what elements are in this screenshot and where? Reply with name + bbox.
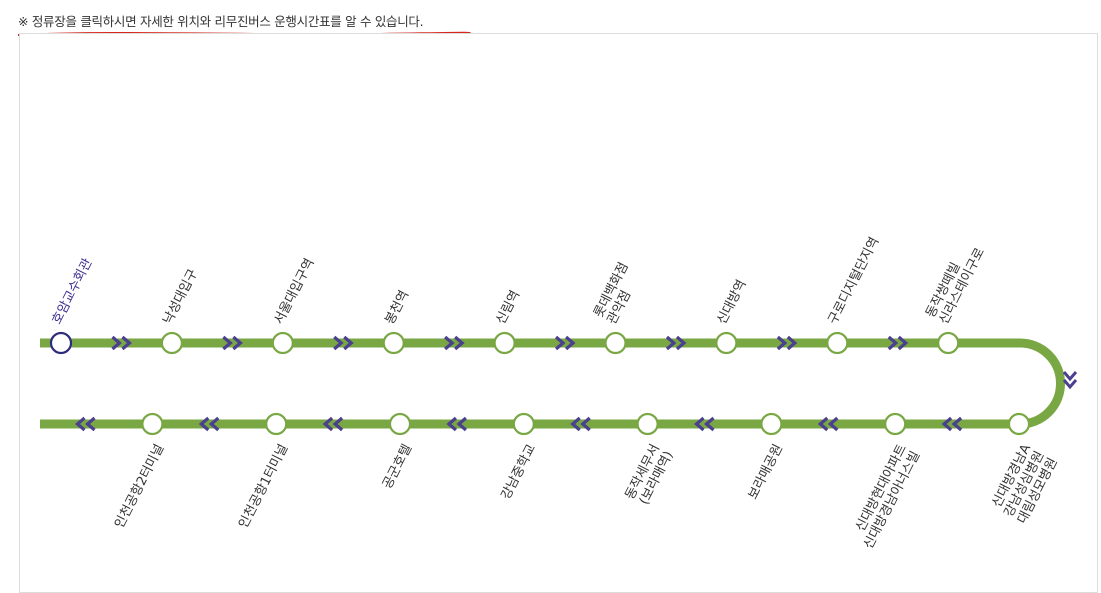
chevron-icon (941, 416, 953, 432)
direction-arrow-icon (887, 335, 909, 351)
stop-marker[interactable] (826, 331, 849, 355)
route-line (40, 338, 1065, 429)
chevron-icon (208, 416, 220, 432)
direction-arrow-icon (776, 335, 798, 351)
chevron-icon (675, 335, 687, 351)
direction-arrow-icon (444, 335, 465, 351)
stop-marker[interactable] (715, 331, 738, 355)
stop-marker[interactable] (604, 331, 627, 355)
chevron-icon (456, 416, 467, 432)
chevron-icon (444, 335, 455, 351)
chevron-icon (665, 335, 677, 351)
chevron-icon (704, 416, 715, 432)
chevron-icon (776, 335, 788, 351)
stop-marker[interactable] (49, 331, 73, 355)
chevron-icon (446, 416, 457, 432)
chevron-icon (85, 416, 96, 432)
chevron-icon (198, 416, 210, 432)
stop-marker[interactable] (760, 412, 783, 436)
chevron-icon (75, 416, 86, 432)
chevron-icon (951, 416, 963, 432)
chevron-icon (1062, 379, 1078, 390)
stop-marker[interactable] (382, 331, 405, 355)
stop-marker[interactable] (160, 331, 183, 355)
stop-marker[interactable] (271, 331, 294, 355)
direction-arrow-icon (333, 335, 354, 351)
stop-marker[interactable] (265, 412, 288, 436)
direction-arrow-icon (665, 335, 687, 351)
direction-arrow-icon (941, 416, 963, 432)
chevron-icon (580, 416, 591, 432)
chevron-icon (817, 416, 829, 432)
chevron-icon (694, 416, 705, 432)
stop-marker[interactable] (937, 331, 960, 355)
stop-marker[interactable] (388, 412, 412, 436)
stop-marker[interactable] (636, 412, 659, 436)
chevron-icon (232, 335, 243, 351)
chevron-icon (343, 335, 354, 351)
stop-marker[interactable] (493, 331, 516, 355)
stop-marker[interactable] (141, 412, 164, 436)
route-map-panel (19, 33, 1098, 593)
direction-arrow-icon (222, 335, 243, 351)
chevron-icon (322, 416, 334, 432)
direction-arrow-icon (198, 416, 220, 432)
stop-marker[interactable] (1007, 412, 1031, 436)
chevron-icon (887, 335, 899, 351)
chevron-icon (786, 335, 798, 351)
chevron-icon (333, 335, 344, 351)
chevron-icon (570, 416, 581, 432)
chevron-icon (565, 335, 576, 351)
chevron-icon (332, 416, 344, 432)
direction-arrow-icon (694, 416, 715, 432)
stop-marker[interactable] (884, 412, 907, 436)
notice-text: ※ 정류장을 클릭하시면 자세한 위치와 리무진버스 운행시간표를 알 수 있습… (18, 14, 424, 29)
direction-arrow-icon (446, 416, 467, 432)
direction-arrow-icon (111, 335, 132, 351)
direction-arrow-icon (570, 416, 591, 432)
chevron-icon (827, 416, 839, 432)
chevron-icon (897, 335, 909, 351)
chevron-icon (111, 335, 122, 351)
direction-arrow-icon (1062, 371, 1078, 390)
direction-arrow-icon (817, 416, 839, 432)
chevron-icon (1062, 371, 1078, 382)
direction-arrow-icon (322, 416, 344, 432)
direction-arrow-icon (555, 335, 576, 351)
stop-marker[interactable] (512, 412, 535, 436)
chevron-icon (454, 335, 465, 351)
direction-arrow-icon (75, 416, 96, 432)
chevron-icon (121, 335, 132, 351)
chevron-icon (555, 335, 566, 351)
chevron-icon (222, 335, 233, 351)
